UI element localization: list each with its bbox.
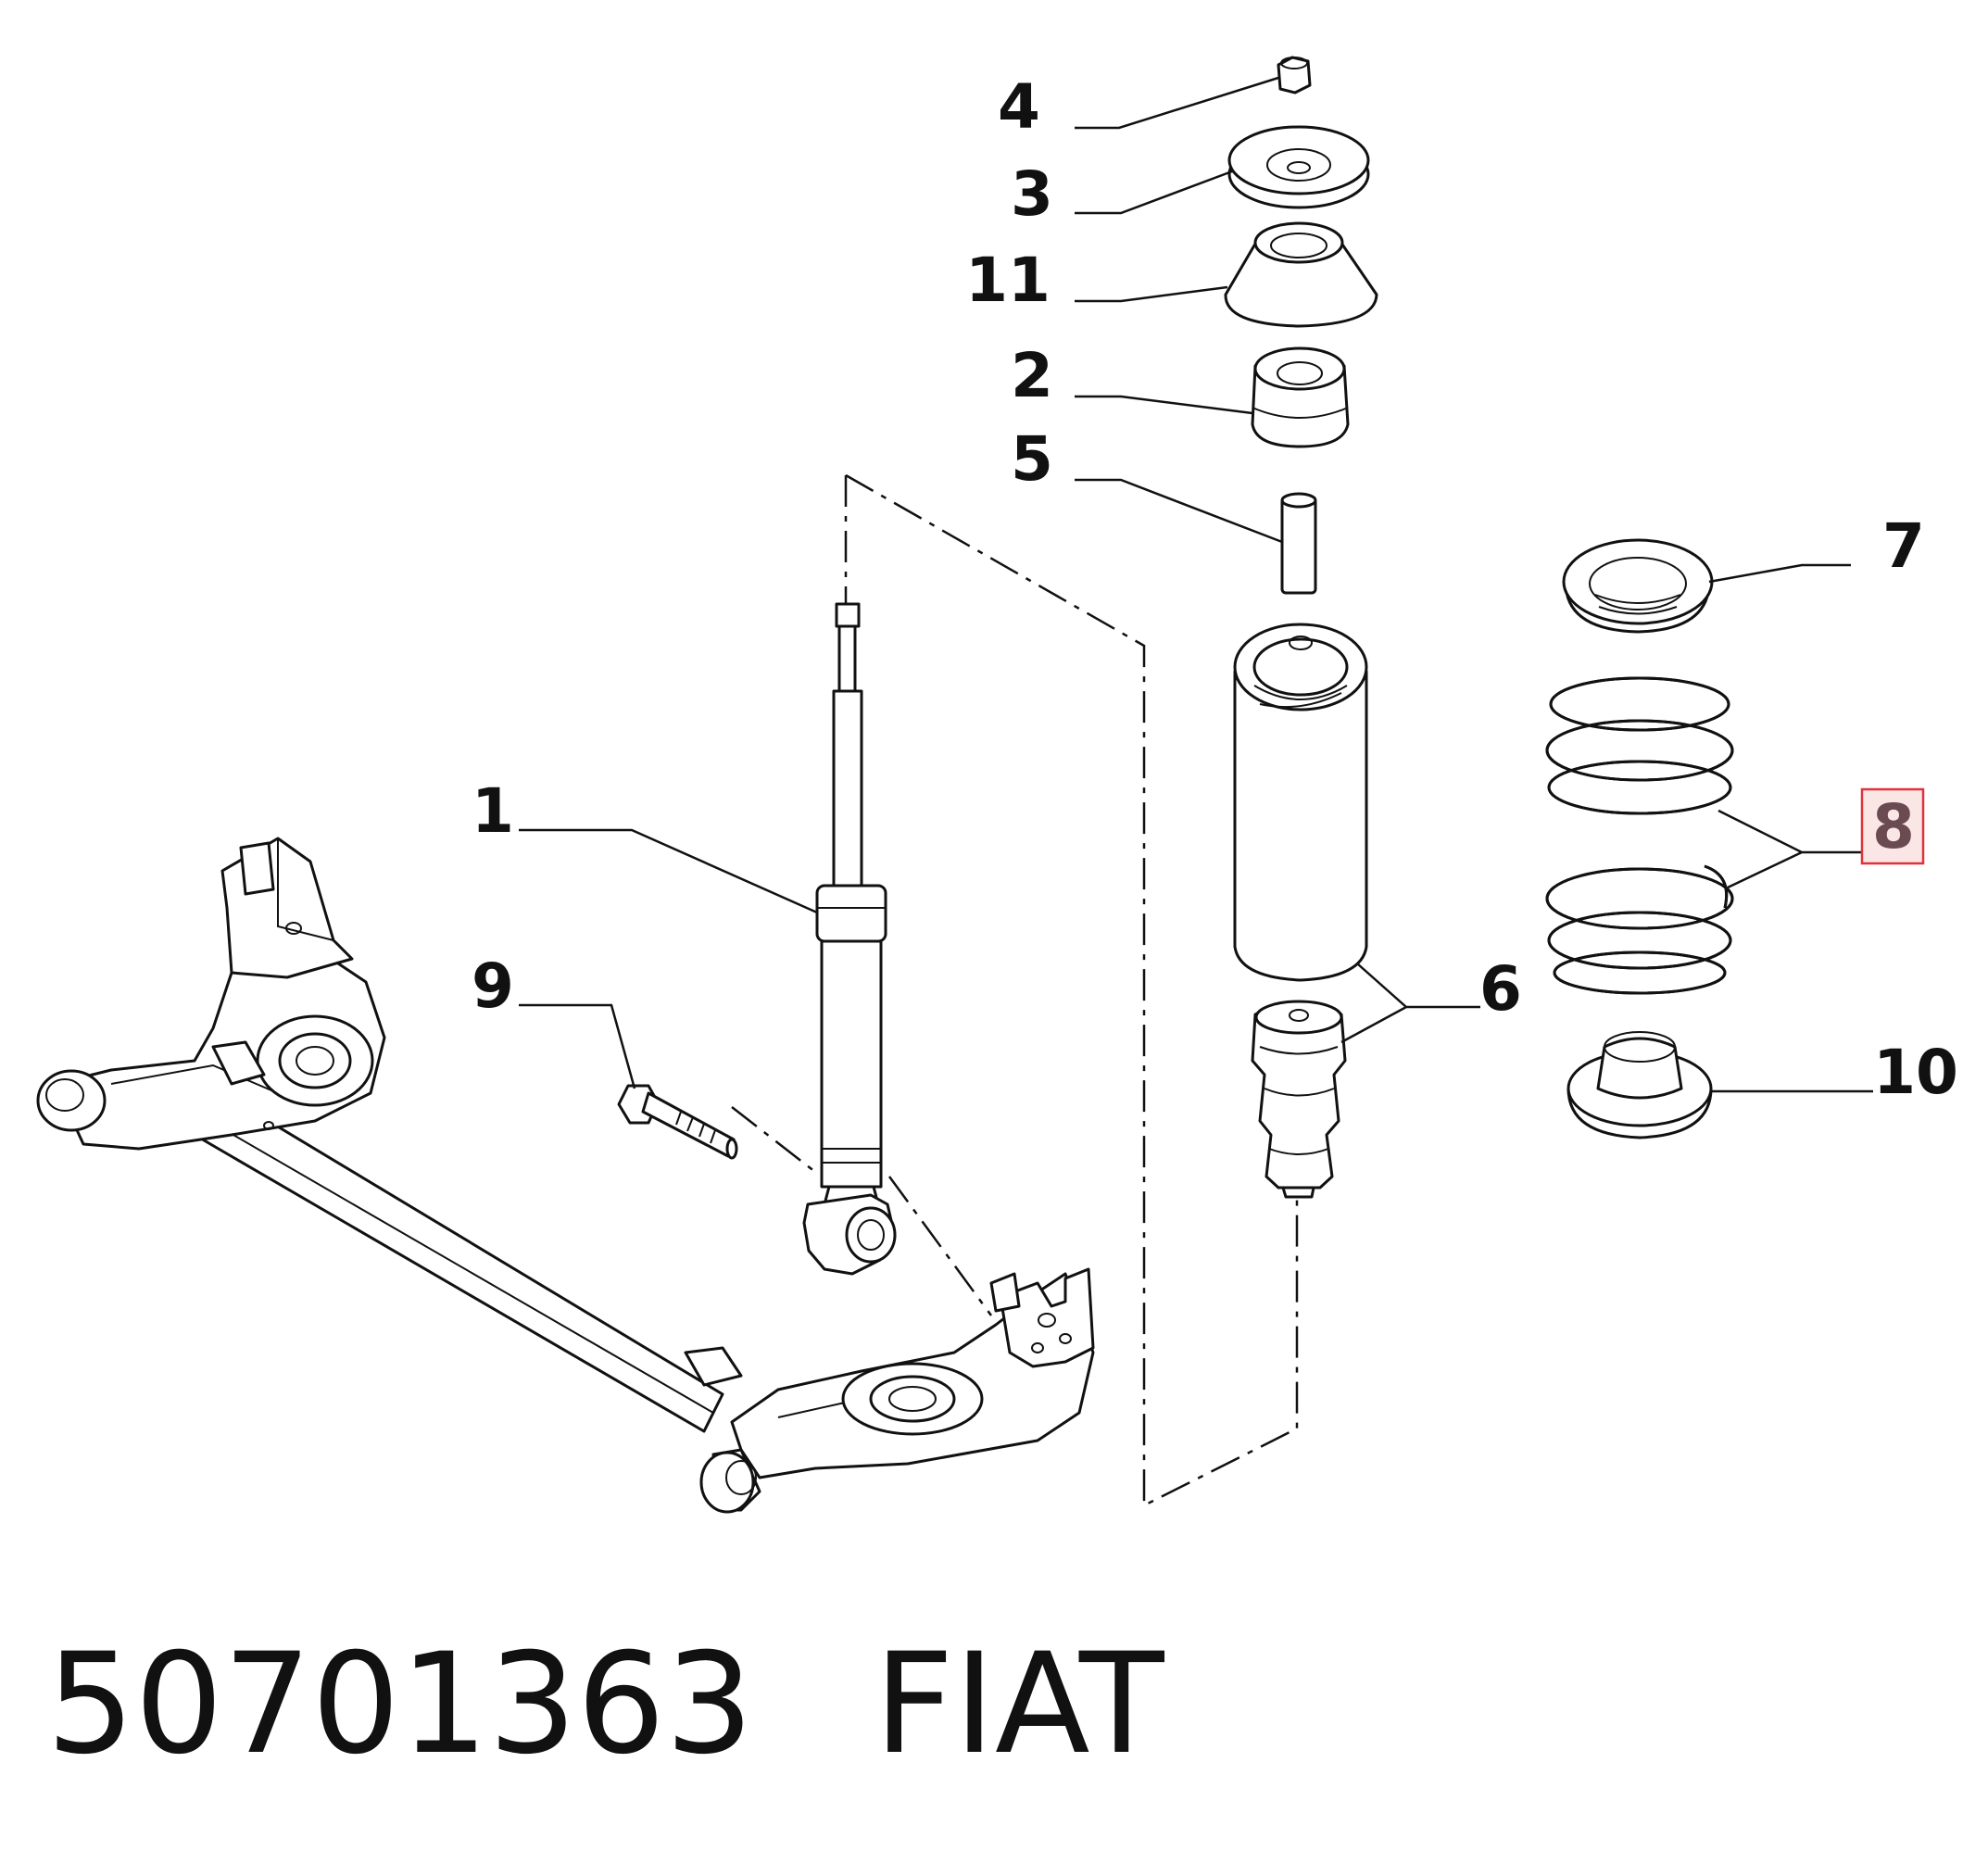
brand-name: FIAT — [874, 1624, 1164, 1785]
shock-absorber — [802, 602, 897, 1276]
assembly-guide-lines — [731, 473, 1299, 1508]
callout-labels: 4 3 11 2 5 1 9 7 8 6 10 — [472, 71, 1958, 1108]
callout-4[interactable]: 4 — [998, 71, 1040, 143]
exploded-parts-diagram: 4 3 11 2 5 1 9 7 8 6 10 — [36, 56, 1958, 1514]
upper-spring-seat — [1562, 538, 1714, 634]
mounting-bolt — [617, 1084, 738, 1160]
rear-axle-beam — [36, 837, 1095, 1514]
callout-8[interactable]: 8 — [1872, 791, 1915, 862]
rubber-bushing — [1251, 346, 1350, 448]
callout-2[interactable]: 2 — [1011, 340, 1053, 411]
callout-3[interactable]: 3 — [1011, 158, 1053, 230]
lower-spring-seat — [1566, 1031, 1713, 1139]
spacer-sleeve — [1280, 492, 1317, 595]
callout-1[interactable]: 1 — [472, 775, 514, 847]
callout-9[interactable]: 9 — [472, 950, 514, 1022]
part-caption: 50701363 FIAT — [46, 1626, 1164, 1783]
lower-coil-spring — [1545, 864, 1734, 995]
top-mount-nut — [1277, 56, 1312, 94]
callout-6[interactable]: 6 — [1479, 953, 1522, 1025]
bump-stop — [1251, 1000, 1347, 1199]
leader-lines — [519, 76, 1873, 1093]
dust-boot — [1233, 623, 1368, 982]
part-number: 50701363 — [46, 1624, 754, 1785]
callout-8-highlight — [1860, 787, 1925, 865]
callout-7[interactable]: 7 — [1882, 510, 1925, 582]
callout-10[interactable]: 10 — [1873, 1037, 1958, 1108]
top-washer — [1227, 125, 1370, 209]
rubber-cone-bushing — [1224, 221, 1378, 328]
upper-coil-spring — [1545, 676, 1734, 815]
callout-11[interactable]: 11 — [965, 245, 1051, 316]
callout-5[interactable]: 5 — [1011, 423, 1053, 495]
